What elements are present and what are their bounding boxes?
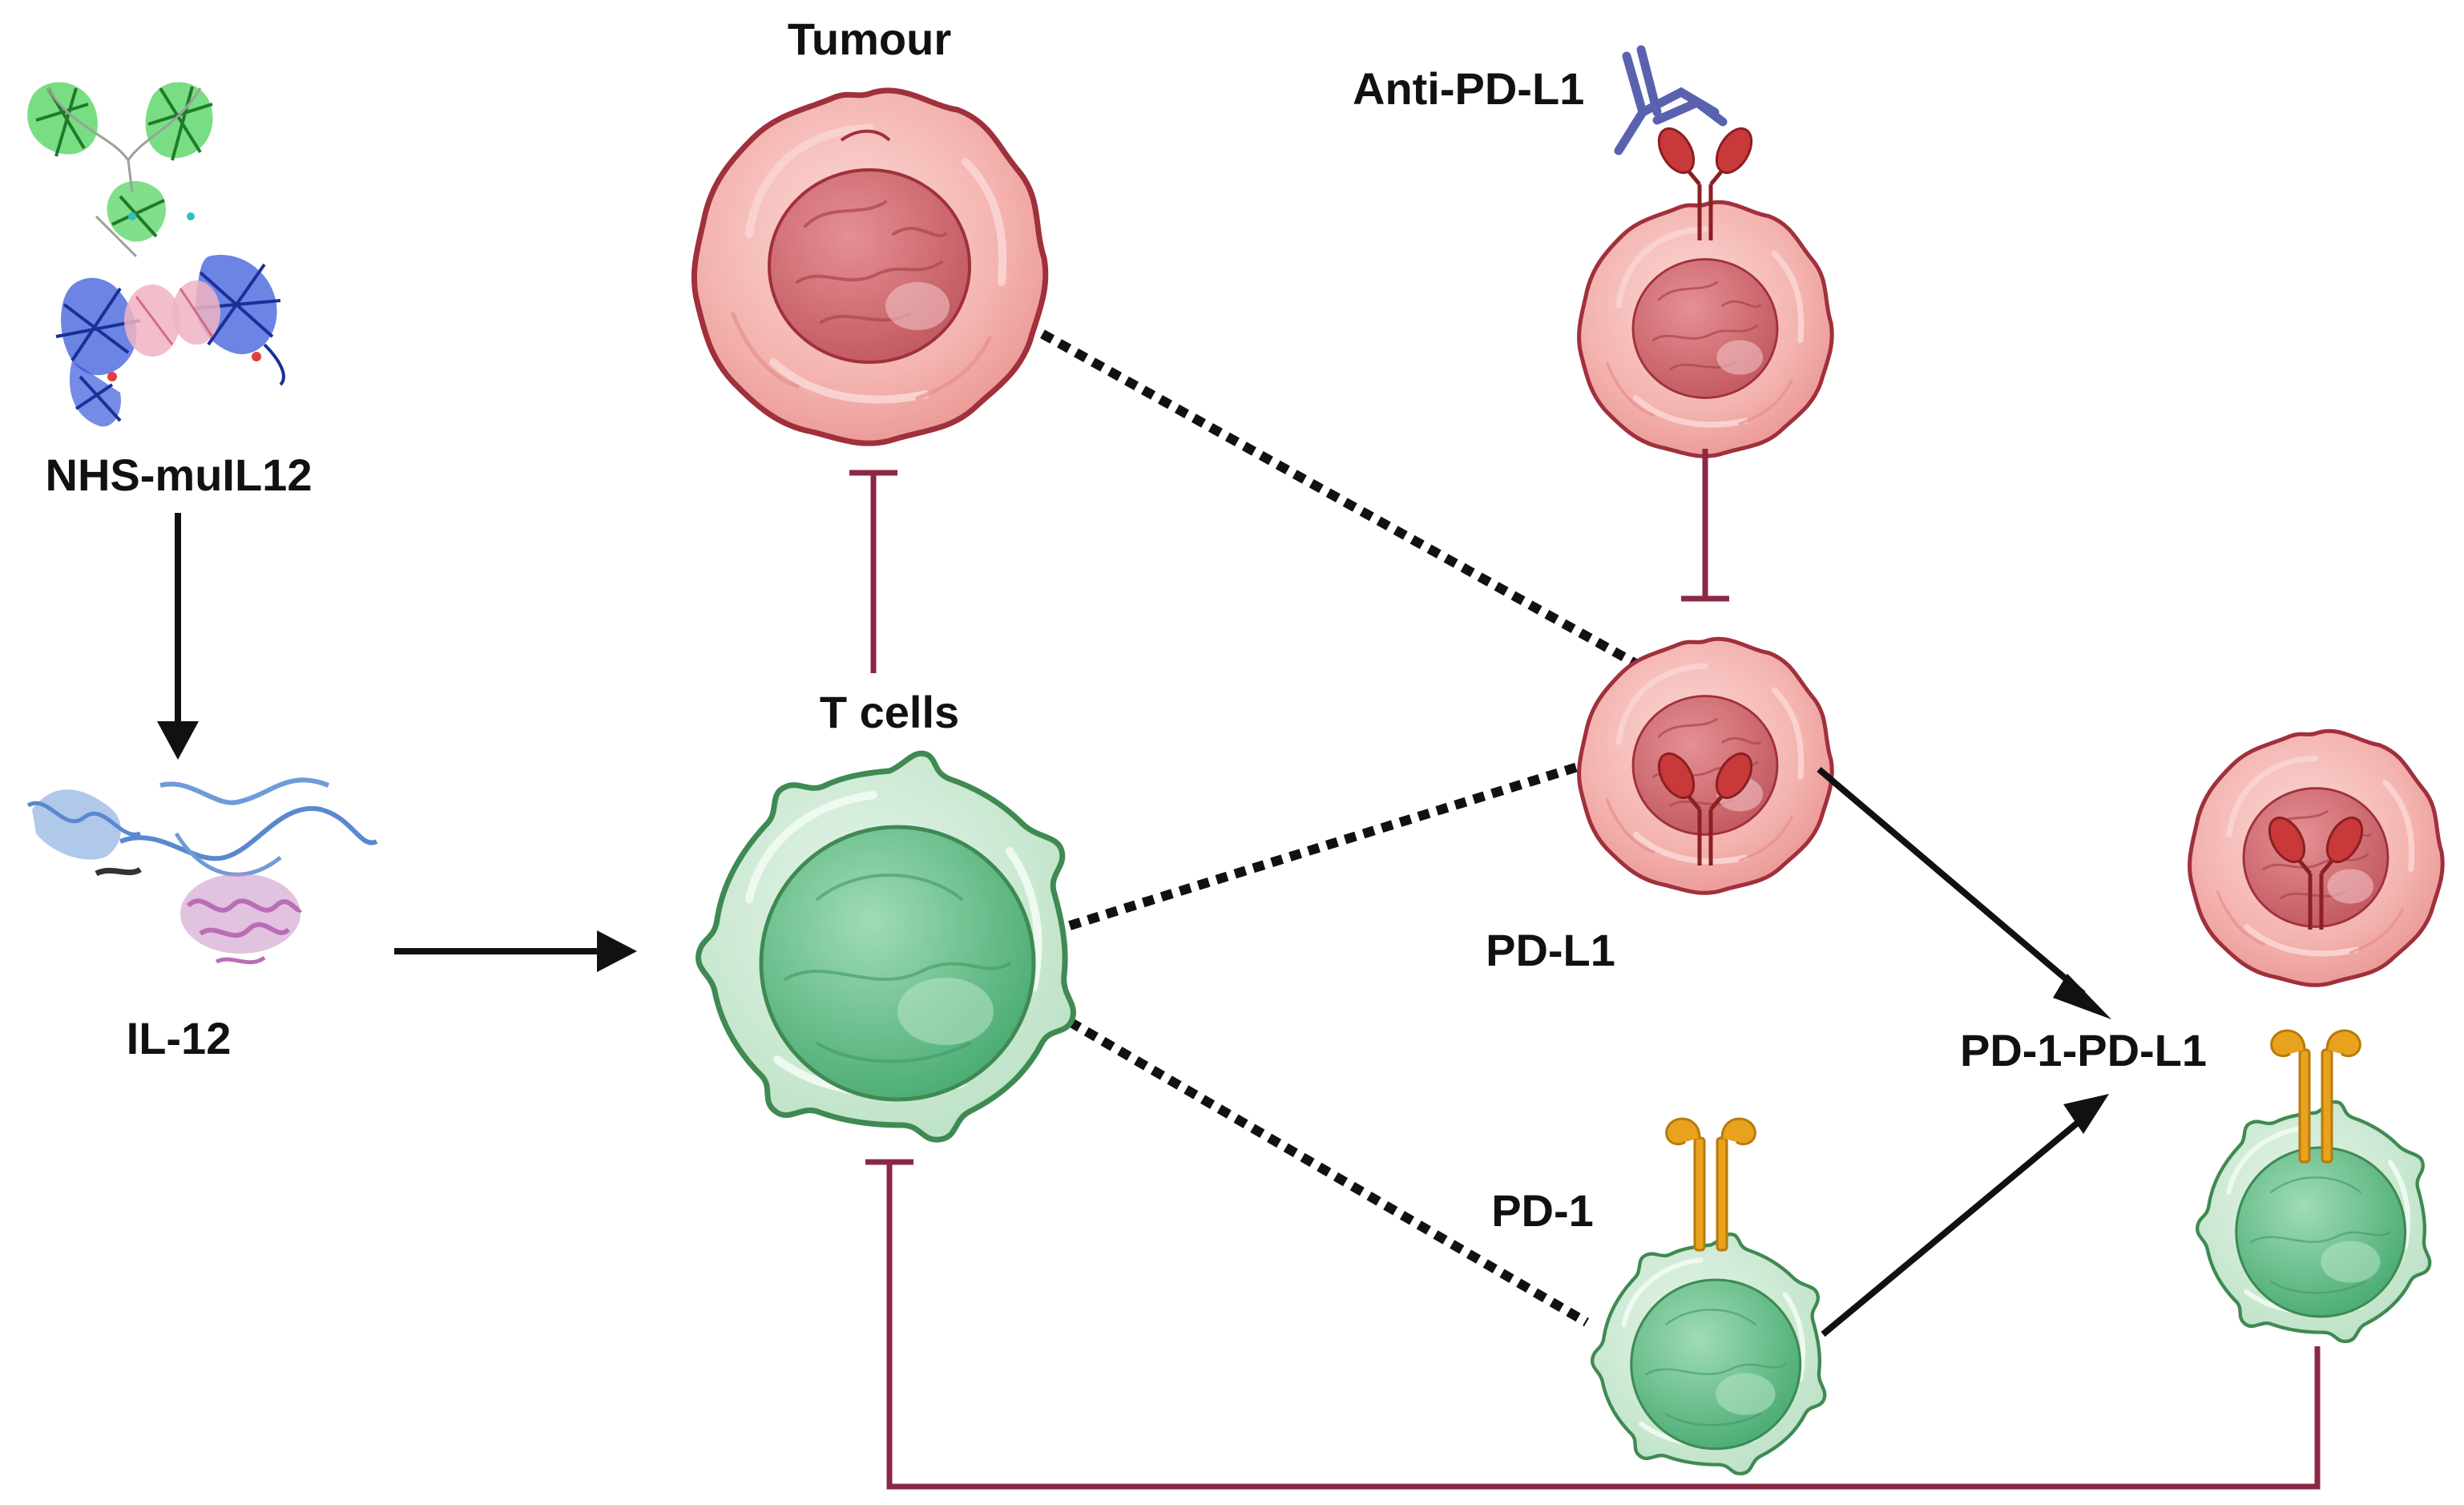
pd1-pdl1-label: PD-1-PD-L1 [1960,1025,2207,1075]
tumour-label: Tumour [788,14,951,64]
arrow-pd1-to-complex [1821,1094,2109,1338]
antibody-icon [1614,45,1728,155]
inhibition-antibody-to-pdl1 [1681,449,1729,602]
t-cells-label: T cells [820,687,959,737]
arrow-il12-to-tcells [394,930,637,972]
dotted-line-tumour-to-pdl1-cell [1023,320,1641,670]
arrow-nhs-to-il12 [157,513,199,760]
il12-label: IL-12 [127,1013,232,1063]
nhs-muil12-label: NHS-muIL12 [46,450,313,500]
interaction-dotted-lines [1023,320,1641,1327]
pd-l1-tumour-cell-icon [1579,639,1833,893]
pd-1-t-cell-icon [1592,1234,1825,1474]
pd-1-receptor-icon [1665,1117,1756,1252]
pd-l1-label: PD-L1 [1486,925,1615,975]
anti-pd-l1-tumour-cell-icon [1579,202,1833,456]
complex-tumour-cell-icon [2190,731,2443,985]
tumour-cell-icon [694,91,1045,443]
dotted-line-tcell-to-pdl1-cell [1068,761,1584,930]
arrow-pdl1-to-complex [1817,766,2111,1019]
inhibition-complex-to-tcells [865,1159,2321,1490]
complex-t-cell-icon [2197,1102,2430,1342]
inhibition-tcells-to-tumour [849,470,897,673]
il12-protein-structure-icon [26,777,378,965]
t-cell-icon [698,753,1073,1140]
nhs-muil12-protein-structure-icon [27,82,285,427]
pd-1-label: PD-1 [1491,1185,1594,1236]
dotted-line-tcell-to-pd1-cell [1067,1017,1590,1327]
anti-pd-l1-label: Anti-PD-L1 [1353,63,1584,114]
